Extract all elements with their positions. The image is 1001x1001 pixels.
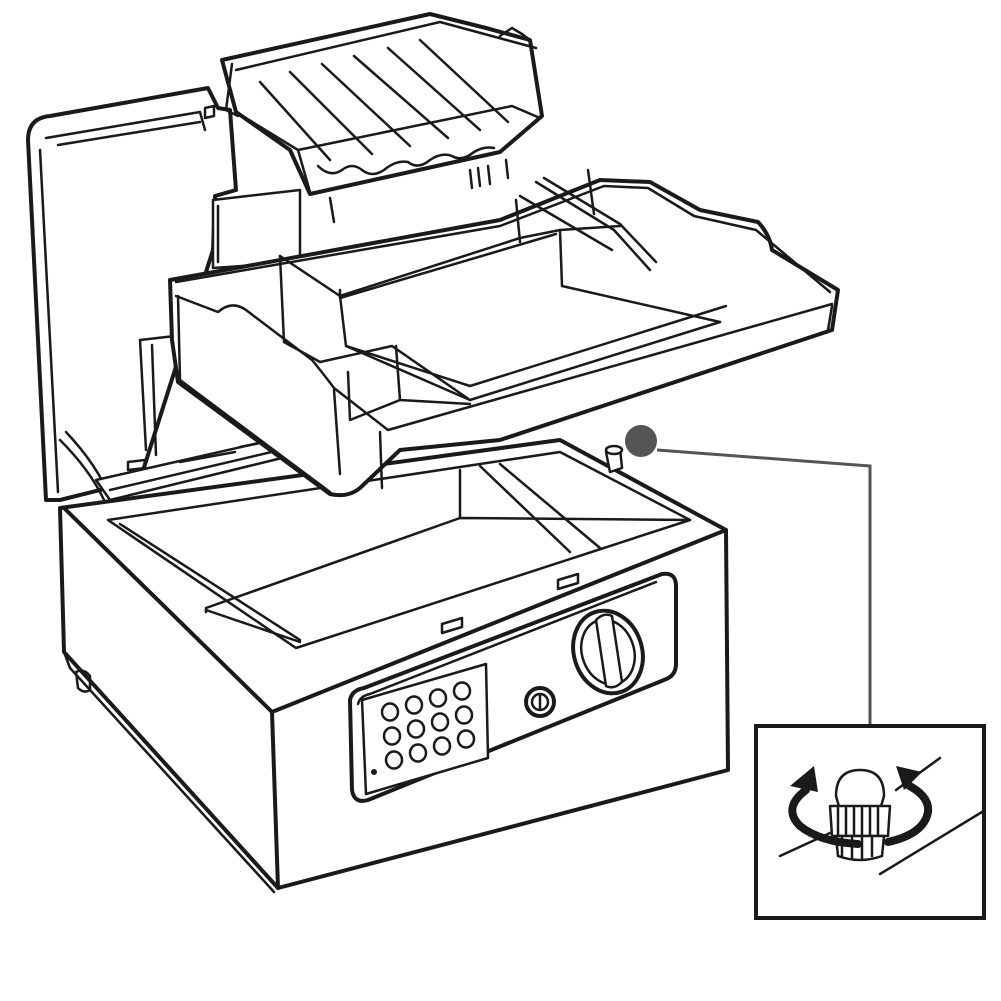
release-pin-icon[interactable]: [604, 444, 624, 474]
keypad-button[interactable]: [454, 705, 474, 725]
keypad-button[interactable]: [428, 688, 448, 708]
callout-dot: [625, 425, 657, 457]
keypad-button[interactable]: [432, 736, 452, 756]
keypad-button[interactable]: [404, 695, 424, 715]
callout-detail-box: [754, 724, 986, 920]
keypad-button[interactable]: [380, 702, 400, 722]
rotate-arrows-icon: [788, 766, 933, 848]
keypad-indicator-led: [371, 769, 377, 775]
coin-tray-insert: [220, 12, 544, 224]
keypad-button[interactable]: [430, 712, 450, 732]
safe-body: [58, 438, 730, 894]
rotary-knob-icon[interactable]: [563, 602, 654, 703]
rim-slot: [440, 616, 464, 635]
keypad-button[interactable]: [408, 743, 428, 763]
keypad[interactable]: [360, 662, 490, 796]
keypad-button[interactable]: [406, 719, 426, 739]
keypad-button[interactable]: [384, 750, 404, 770]
keypad-buttons[interactable]: [380, 681, 476, 770]
inner-tray: [168, 168, 840, 498]
keypad-button[interactable]: [452, 681, 472, 701]
rim-slot: [556, 572, 580, 591]
callout-leader: [625, 425, 872, 726]
key-lock-icon[interactable]: [524, 686, 556, 718]
keypad-button[interactable]: [456, 729, 476, 749]
back-panel: [211, 188, 302, 270]
release-knob-detail-icon: [828, 768, 892, 862]
keypad-button[interactable]: [382, 726, 402, 746]
